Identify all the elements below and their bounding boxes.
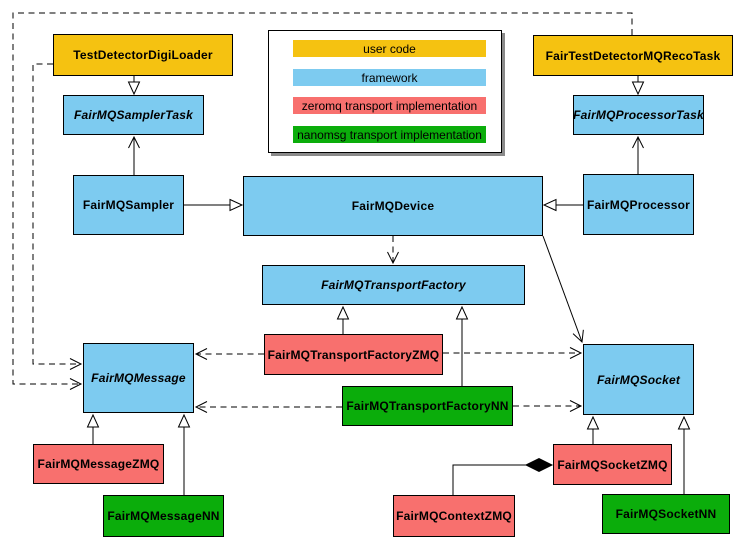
node-fairmq-socket: FairMQSocket [583, 344, 694, 415]
node-test-detector-digi-loader: TestDetectorDigiLoader [53, 34, 233, 76]
legend-item-user-code: user code [293, 40, 486, 57]
legend-item-framework: framework [293, 69, 486, 86]
node-fairmq-sampler-task: FairMQSamplerTask [63, 95, 204, 135]
node-fair-test-detector-mq-reco-task: FairTestDetectorMQRecoTask [533, 35, 733, 76]
node-fairmq-device: FairMQDevice [243, 176, 543, 236]
edge-device-to-socket [542, 235, 584, 344]
legend-item-zeromq: zeromq transport implementation [293, 97, 486, 114]
node-fairmq-socket-zmq: FairMQSocketZMQ [553, 444, 672, 485]
node-fairmq-transport-factory: FairMQTransportFactory [262, 265, 525, 305]
node-fairmq-message-nn: FairMQMessageNN [103, 495, 224, 537]
node-fairmq-message: FairMQMessage [83, 343, 194, 413]
node-fairmq-processor: FairMQProcessor [583, 174, 694, 235]
edge-recotask-to-message [12, 12, 633, 390]
legend-item-nanomsg: nanomsg transport implementation [293, 126, 486, 143]
node-fairmq-processor-task: FairMQProcessorTask [573, 95, 704, 135]
edge-digiloader-to-message [32, 63, 83, 370]
node-fairmq-message-zmq: FairMQMessageZMQ [33, 444, 164, 484]
node-fairmq-socket-nn: FairMQSocketNN [602, 494, 730, 534]
node-fairmq-context-zmq: FairMQContextZMQ [393, 495, 515, 537]
node-fairmq-transport-factory-zmq: FairMQTransportFactoryZMQ [264, 334, 443, 375]
node-fairmq-transport-factory-nn: FairMQTransportFactoryNN [342, 386, 513, 426]
legend: user code framework zeromq transport imp… [268, 30, 502, 153]
node-fairmq-sampler: FairMQSampler [73, 175, 184, 235]
composition-diamond-icon [524, 457, 554, 473]
edge-contextzmq-to-socketzmq [452, 464, 526, 495]
